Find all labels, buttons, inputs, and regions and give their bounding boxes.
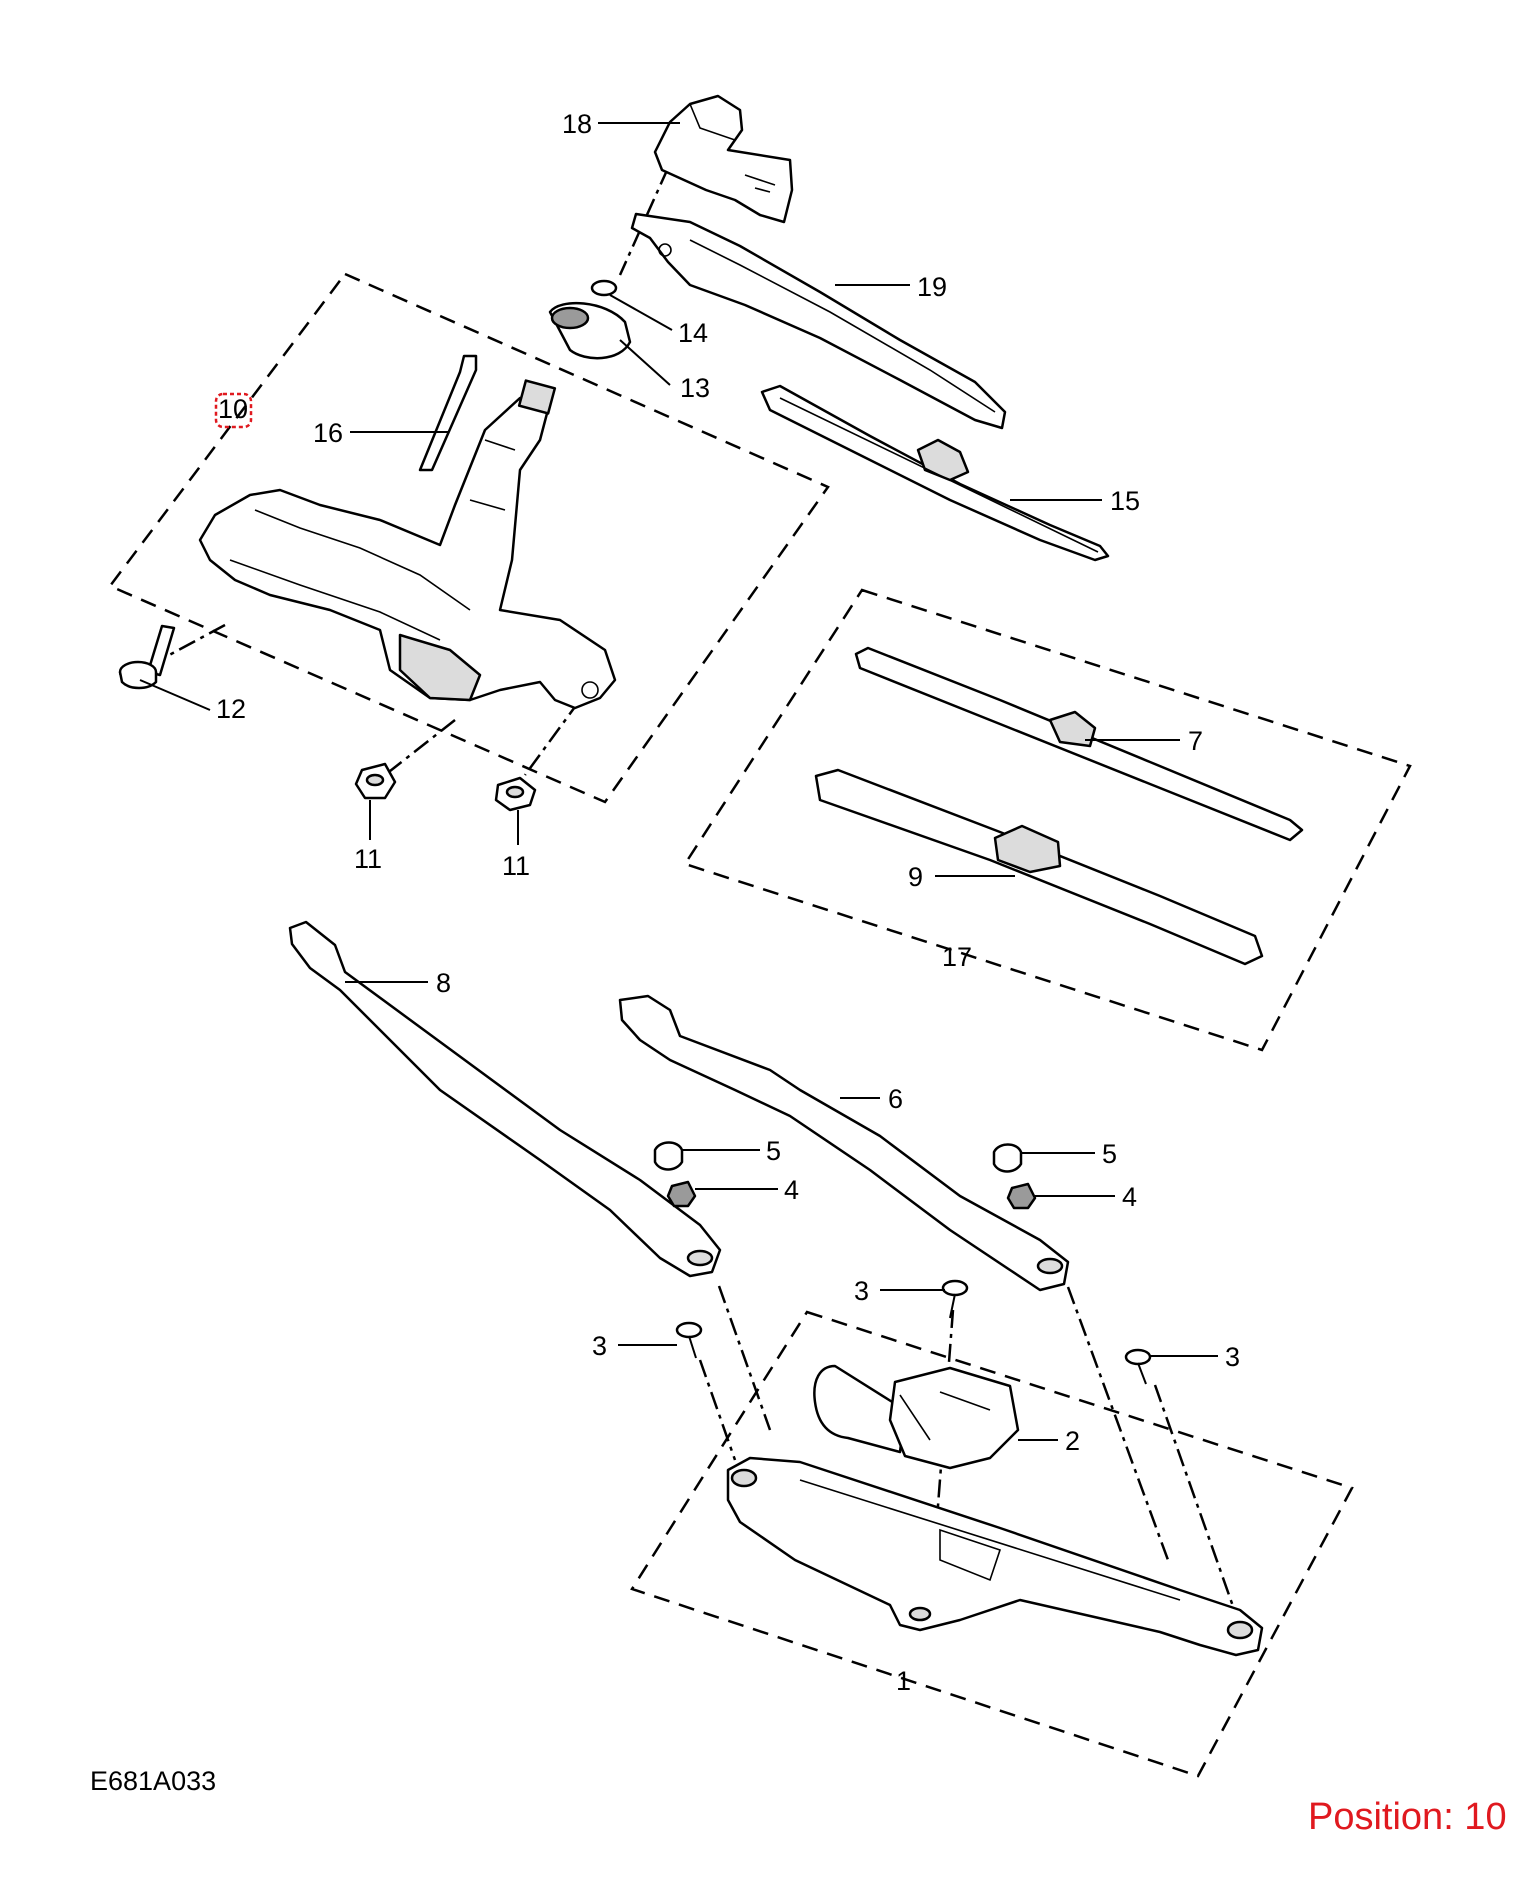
rear-wiper-motor-part	[198, 379, 617, 710]
bolt-3-center	[941, 1279, 969, 1319]
front-wiper-motor-part	[813, 1364, 1020, 1470]
bolt-3-left	[675, 1321, 703, 1359]
rear-wiper-group-outline	[108, 272, 830, 804]
callout-8: 8	[436, 968, 451, 998]
callout-5-right: 5	[1102, 1139, 1117, 1169]
callout-3-right: 3	[1225, 1342, 1240, 1372]
callout-labels: 18 19 14 13 16 15 10 12 11 11 7 9 17 8 6…	[216, 109, 1240, 1696]
front-arm-right-part	[618, 994, 1070, 1292]
drawing-code: E681A033	[90, 1766, 217, 1796]
cap-part-left	[653, 1141, 684, 1171]
spacer-part	[590, 279, 618, 297]
nut-part-left	[354, 762, 397, 800]
callout-19: 17	[942, 942, 972, 972]
callout-15: 18	[562, 109, 592, 139]
callout-11-left: 11	[354, 844, 382, 874]
callout-11-right: 11	[502, 851, 530, 881]
bolt-part	[118, 624, 176, 690]
callout-9: 9	[908, 862, 923, 892]
callout-1: 1	[896, 1666, 911, 1696]
callout-13: 13	[680, 373, 710, 403]
callout-17: 15	[1110, 486, 1140, 516]
callout-12: 12	[216, 694, 246, 724]
grommet-part	[548, 301, 632, 360]
callout-3-center: 3	[854, 1276, 869, 1306]
callout-16: 19	[917, 272, 947, 302]
pin-part	[418, 354, 478, 472]
callout-4-left: 4	[784, 1175, 799, 1205]
callout-10: 10	[218, 394, 248, 424]
callout-3-left: 3	[592, 1331, 607, 1361]
nut-part-right	[494, 776, 537, 812]
leader-lines	[139, 122, 1218, 1441]
position-indicator: Position: 10	[1308, 1796, 1507, 1838]
front-blade-short-part	[854, 646, 1304, 842]
callout-14: 14	[678, 318, 708, 348]
cap-part-right	[992, 1143, 1023, 1173]
rear-wiper-arm-part	[630, 212, 1007, 430]
bolt-3-right	[1124, 1348, 1152, 1385]
rear-wiper-blade-part	[760, 384, 1110, 562]
callout-5-left: 5	[766, 1136, 781, 1166]
blade-group-outline	[683, 588, 1412, 1052]
front-blade-long-part	[814, 768, 1264, 966]
callout-7: 7	[1188, 726, 1203, 756]
callout-4-right: 4	[1122, 1182, 1137, 1212]
wiper-linkage-part	[726, 1456, 1264, 1657]
callout-2: 2	[1065, 1426, 1080, 1456]
arm-nut-part-right	[1006, 1182, 1037, 1210]
linkage-group-outline	[630, 1310, 1354, 1778]
front-arm-left-part	[288, 920, 722, 1278]
rear-arm-cover-part	[653, 94, 794, 224]
callout-6: 6	[888, 1084, 903, 1114]
arm-nut-part-left	[666, 1180, 697, 1208]
callout-18: 16	[313, 418, 343, 448]
callout-10-highlight	[214, 392, 253, 429]
